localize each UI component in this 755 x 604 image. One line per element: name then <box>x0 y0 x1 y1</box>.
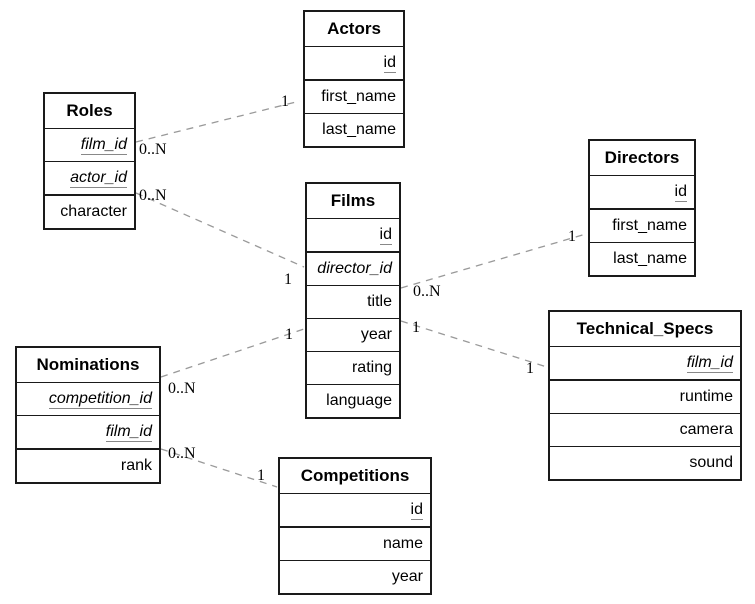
attribute-row: sound <box>689 454 733 471</box>
entity-table-films[interactable]: Films id director_id title year rating l… <box>305 182 401 419</box>
attribute-name: id <box>379 226 392 245</box>
cardinality-label: 1 <box>568 228 576 245</box>
attribute-row: runtime <box>550 381 740 414</box>
table-title: Technical_Specs <box>550 312 740 347</box>
table-title: Directors <box>590 141 694 176</box>
attribute-row-pk-fk: actor_id <box>45 162 134 196</box>
cardinality-label: 1 <box>526 360 534 377</box>
relation-line-films-directors <box>400 233 587 289</box>
cardinality-label: 0..N <box>139 187 167 204</box>
attribute-row: year <box>307 319 399 352</box>
cardinality-label: 0..N <box>413 283 441 300</box>
attribute-row: camera <box>550 414 740 447</box>
table-title: Nominations <box>17 348 159 383</box>
attribute-row-fk: director_id <box>307 253 399 286</box>
cardinality-label: 0..N <box>168 445 196 462</box>
attribute-row: character <box>60 203 127 220</box>
attribute-name: id <box>383 54 396 73</box>
attribute-name: film_id <box>105 423 152 442</box>
attribute-row: name <box>280 528 430 561</box>
attribute-row: last_name <box>322 121 396 138</box>
entity-table-technical-specs[interactable]: Technical_Specs film_id runtime camera s… <box>548 310 742 481</box>
table-title: Actors <box>305 12 403 47</box>
attribute-name: film_id <box>686 354 733 373</box>
attribute-row-pk-fk: film_id <box>17 416 159 450</box>
attribute-name: film_id <box>80 136 127 155</box>
attribute-row: first_name <box>305 81 403 114</box>
attribute-name: id <box>410 501 423 520</box>
relation-line-roles-films <box>135 192 305 268</box>
cardinality-label: 1 <box>257 467 265 484</box>
attribute-row-pk: id <box>305 47 403 81</box>
entity-table-competitions[interactable]: Competitions id name year <box>278 457 432 595</box>
entity-table-roles[interactable]: Roles film_id actor_id character <box>43 92 136 230</box>
attribute-row: last_name <box>613 250 687 267</box>
cardinality-label: 1 <box>285 326 293 343</box>
cardinality-label: 0..N <box>168 380 196 397</box>
attribute-row-pk-fk: film_id <box>45 129 134 162</box>
table-title: Roles <box>45 94 134 129</box>
attribute-row: rating <box>307 352 399 385</box>
entity-table-nominations[interactable]: Nominations competition_id film_id rank <box>15 346 161 484</box>
attribute-name: id <box>674 183 687 202</box>
attribute-row-pk-fk: competition_id <box>17 383 159 416</box>
attribute-name: actor_id <box>70 169 127 188</box>
attribute-row: language <box>326 392 392 409</box>
table-title: Competitions <box>280 459 430 494</box>
attribute-row: title <box>307 286 399 319</box>
relation-line-roles-actors <box>135 100 301 143</box>
table-title: Films <box>307 184 399 219</box>
attribute-row: rank <box>120 457 152 474</box>
attribute-row: first_name <box>590 210 694 243</box>
attribute-row-pk: id <box>307 219 399 253</box>
attribute-row-pk: id <box>590 176 694 210</box>
attribute-row-pk-fk: film_id <box>550 347 740 381</box>
entity-table-directors[interactable]: Directors id first_name last_name <box>588 139 696 277</box>
cardinality-label: 1 <box>281 93 289 110</box>
attribute-row: year <box>391 568 423 585</box>
cardinality-label: 0..N <box>139 141 167 158</box>
cardinality-label: 1 <box>412 319 420 336</box>
relation-line-nominations-films <box>160 328 305 378</box>
cardinality-label: 1 <box>284 271 292 288</box>
attribute-row-pk: id <box>280 494 430 528</box>
attribute-name: competition_id <box>48 390 152 409</box>
entity-table-actors[interactable]: Actors id first_name last_name <box>303 10 405 148</box>
